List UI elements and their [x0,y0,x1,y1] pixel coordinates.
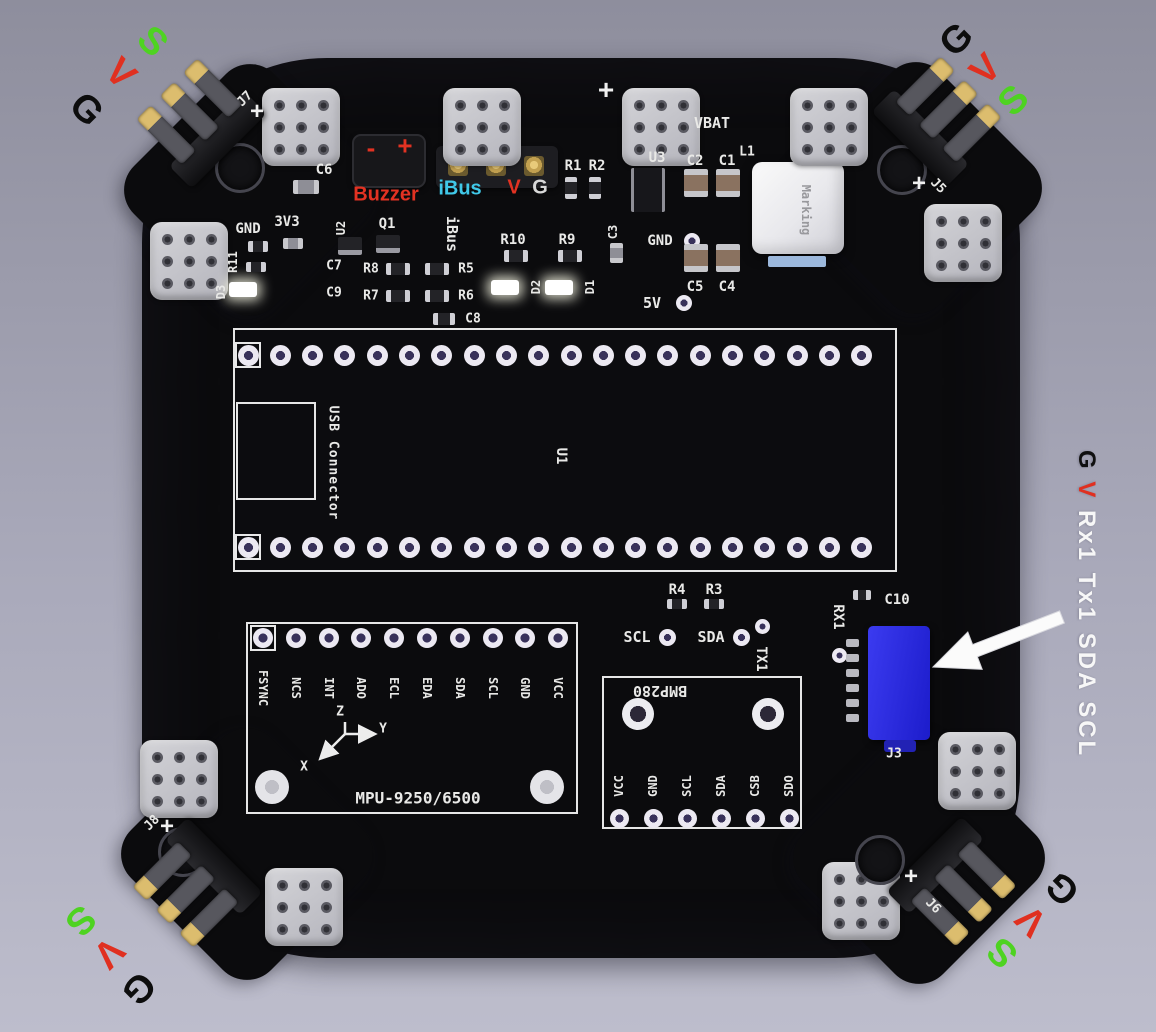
baro-module-bmp280 [602,676,802,829]
buzzer-component [352,134,426,188]
imu-module-mpu [246,622,578,814]
connector-j3 [868,626,930,740]
connector-j3-tab [884,740,916,752]
ibus-pin [524,156,544,176]
mcu-module-u1 [233,328,897,572]
callout-segment: G [1073,450,1100,482]
inductor-marking-label: Marking [799,184,813,236]
mpu-ref-label: MPU-9250/6500 [355,788,481,808]
callout-segment: SCL [1073,701,1100,768]
callout-segment: Tx1 [1073,572,1100,633]
ibus-pin [448,156,468,176]
ibus-pin [486,156,506,176]
inductor-pad [768,256,826,267]
usb-connector-label: USB Connector [325,405,341,521]
corner-pin-letter: G [61,84,112,135]
callout-segment: SDA [1073,632,1100,702]
pinout-callout: G V Rx1 Tx1 SDA SCL [1072,450,1100,767]
callout-segment: V [1073,481,1100,511]
u1-ref-label: U1 [553,447,569,465]
ibus-header [436,146,558,188]
inductor-l1 [752,162,844,254]
usb-connector-outline [236,402,316,500]
bmp280-ref-label: BMP280 [632,682,688,700]
callout-segment: Rx1 [1073,510,1100,573]
